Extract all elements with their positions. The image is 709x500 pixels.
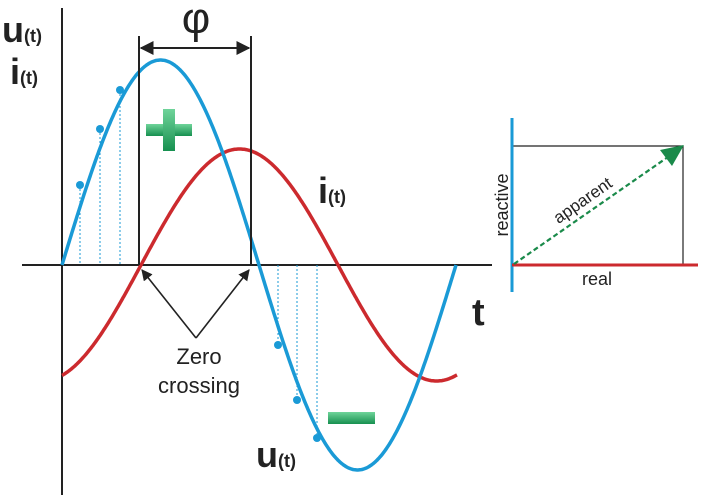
- zero-crossing-arrow-left: [141, 269, 197, 339]
- real-label: real: [582, 269, 612, 289]
- sample-point: [293, 396, 301, 404]
- apparent-label: apparent: [550, 173, 616, 227]
- minus-sign-icon: [328, 412, 375, 424]
- apparent-vector: [513, 149, 680, 265]
- zero-crossing-label-line1: Zero: [176, 344, 221, 369]
- zero-crossing-arrow-right: [195, 269, 250, 339]
- reactive-label: reactive: [492, 173, 512, 236]
- sample-lines-positive: [79, 90, 121, 265]
- voltage-curve: [60, 58, 458, 472]
- time-axis-label: t: [472, 292, 485, 334]
- sample-points: [76, 86, 321, 442]
- phasor-diagram: reactive apparent real: [492, 118, 698, 292]
- u-axis-label: u(t): [2, 9, 42, 50]
- sample-point: [76, 181, 84, 189]
- phi-label: φ: [182, 0, 211, 43]
- current-curve: [61, 147, 458, 383]
- plus-sign-icon: [146, 109, 192, 151]
- current-curve-label: i(t): [318, 170, 346, 211]
- sample-point: [96, 125, 104, 133]
- sample-point: [274, 341, 282, 349]
- voltage-curve-label: u(t): [256, 434, 296, 475]
- sample-point: [313, 434, 321, 442]
- sample-lines-negative: [277, 265, 318, 438]
- zero-crossing-label-line2: crossing: [158, 373, 240, 398]
- sample-point: [116, 86, 124, 94]
- i-axis-label: i(t): [10, 51, 38, 92]
- apparent-arrowhead: [660, 145, 684, 166]
